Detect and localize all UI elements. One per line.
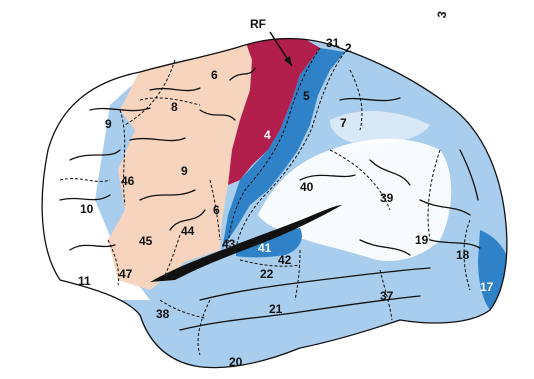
label-area-6-low: 6: [213, 203, 220, 217]
label-area-2: 2: [345, 41, 352, 55]
label-area-7: 7: [340, 116, 347, 130]
label-area-17: 17: [480, 280, 494, 294]
label-area-9-top: 9: [105, 117, 112, 131]
label-area-38: 38: [156, 307, 170, 321]
label-area-40: 40: [300, 180, 314, 194]
label-area-4: 4: [264, 128, 271, 142]
label-area-42: 42: [278, 253, 292, 267]
label-area-31: 31: [326, 36, 340, 50]
label-area-46: 46: [121, 174, 135, 188]
label-area-45: 45: [139, 234, 153, 248]
label-area-41: 41: [258, 241, 272, 255]
label-area-11: 11: [78, 274, 91, 288]
label-area-19: 19: [415, 233, 429, 247]
label-area-47: 47: [119, 267, 133, 281]
label-area-37: 37: [380, 289, 394, 303]
label-area-8: 8: [171, 100, 178, 114]
label-area-39: 39: [380, 191, 394, 205]
label-area-6-top: 6: [211, 68, 218, 82]
label-area-22: 22: [260, 267, 274, 281]
label-area-43: 43: [222, 237, 236, 251]
label-area-21: 21: [269, 302, 283, 316]
corner-mark: 3: [434, 10, 449, 19]
label-area-9-mid: 9: [181, 164, 188, 178]
label-area-44: 44: [181, 224, 195, 238]
label-area-5: 5: [303, 89, 310, 103]
label-rf: RF: [250, 17, 266, 31]
label-area-18: 18: [456, 248, 470, 262]
label-area-20: 20: [229, 355, 243, 369]
label-area-10: 10: [80, 202, 94, 216]
